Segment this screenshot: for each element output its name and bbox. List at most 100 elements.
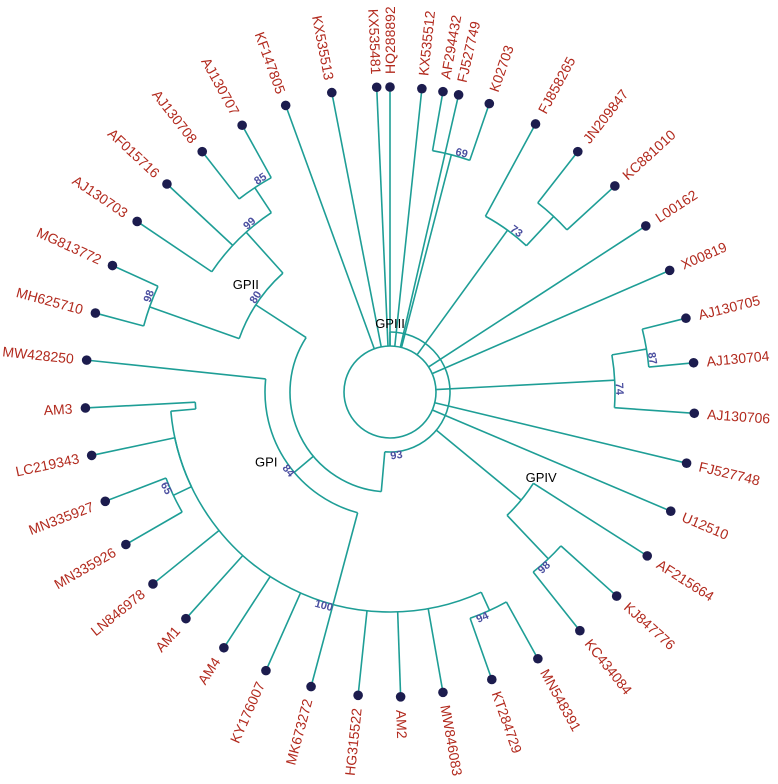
bootstrap-label: 100 (313, 598, 334, 614)
leaf-tip (533, 653, 543, 664)
leaf-tip (640, 221, 651, 231)
leaf-tip (219, 642, 229, 653)
leaf-tip (417, 83, 427, 94)
leaf-label: MN335927 (26, 498, 96, 538)
leaf-label: LN846978 (88, 586, 148, 639)
leaf-tip (642, 551, 653, 561)
leaf-tip (681, 458, 692, 469)
AJ130705-branch (642, 317, 687, 330)
n_k73-branch (416, 229, 509, 356)
n_k74-branch (435, 379, 615, 391)
leaf-label: KX535481 (365, 9, 384, 75)
leaf-label: AM1 (152, 623, 183, 655)
leaf-tip (681, 313, 691, 324)
leaf-label: KC881010 (619, 126, 679, 183)
KC881010-branch (566, 185, 616, 231)
KC434084-branch (532, 571, 581, 632)
leaf-tip (395, 692, 406, 702)
KF147805-branch (284, 105, 376, 350)
leaf-tip (81, 355, 92, 365)
JN209847-branch (537, 151, 579, 204)
leaf-tip (100, 496, 111, 507)
leaf-label: AJ130707 (198, 55, 243, 118)
leaf-tip (80, 403, 91, 413)
n_gp1_100-branch (332, 512, 359, 605)
leaf-tip (530, 119, 541, 129)
n_k87-branch (611, 348, 647, 356)
leaf-label: KJ847776 (621, 599, 679, 653)
leaf-tip (181, 613, 191, 624)
leaf-label: KT284729 (489, 689, 526, 755)
KY176007-branch (265, 592, 302, 671)
leaf-tip (610, 181, 620, 191)
leaf-label: AJ130706 (707, 406, 771, 426)
clade-label: GPIII (375, 316, 405, 331)
leaf-tip (371, 82, 382, 93)
n_gp2-arc (238, 272, 284, 339)
n_gp1_sub2-branch (170, 408, 196, 412)
leaf-label: FJ858265 (535, 54, 579, 117)
leaf-tip (306, 681, 316, 692)
hub-circle-branch (343, 345, 437, 439)
leaf-label: MW846083 (437, 704, 465, 777)
K02703-branch (469, 103, 491, 161)
MG813772-branch (112, 264, 159, 287)
leaf-tip (689, 408, 700, 419)
leaf-tip (280, 100, 291, 111)
MN335926-branch (125, 511, 183, 546)
n_gp1-branch (293, 455, 314, 473)
leaf-label: AJ130703 (70, 172, 131, 221)
leaf-tip (261, 665, 271, 676)
AJ130704-branch (648, 361, 694, 368)
n_k99-arc (211, 212, 272, 273)
leaf-label: AJ130704 (706, 347, 771, 369)
LN846978-branch (152, 529, 220, 585)
n_k98-branch (149, 306, 240, 340)
n_root2-branch (380, 451, 386, 492)
bootstrap-label: 73 (508, 223, 525, 240)
bootstrap-label: 85 (252, 171, 269, 188)
n_gp1_sub-arc (170, 411, 193, 488)
leaf-label: X00819 (678, 239, 729, 273)
leaf-tip (107, 260, 118, 271)
leaf-tip (86, 450, 97, 461)
leaf-tip (162, 179, 172, 189)
leaf-label: AF015716 (105, 125, 163, 181)
MW846083-branch (427, 608, 444, 693)
tree-branches (85, 87, 695, 697)
leaf-tip (664, 265, 675, 276)
KX535481-branch (375, 87, 389, 347)
leaf-tip (237, 120, 247, 131)
leaf-tip (572, 146, 583, 157)
leaf-tip (438, 687, 448, 698)
leaf-tip (121, 539, 131, 550)
leaf-label: MN335926 (51, 544, 118, 592)
leaf-label: AF215664 (654, 556, 717, 604)
leaf-label: KF147805 (252, 30, 289, 96)
bootstrap-label: 74 (613, 382, 626, 396)
KT284729-branch (469, 617, 493, 680)
clade-label: GPIV (526, 470, 557, 485)
leaf-label: KX535513 (309, 14, 337, 81)
n_root-arc (384, 331, 451, 453)
AJ130703-branch (136, 220, 213, 273)
leaf-label: AM2 (393, 710, 410, 740)
leaf-tip (487, 674, 497, 685)
leaf-label: MK673272 (282, 697, 315, 767)
bootstrap-label: 94 (475, 609, 492, 625)
leaf-tip (132, 216, 142, 227)
leaf-tip (453, 90, 464, 100)
LC219343-branch (91, 436, 175, 457)
n_k73-arc (485, 215, 527, 247)
KX535513-branch (331, 92, 383, 348)
bootstrap-label: 87 (645, 351, 659, 365)
leaf-tip (438, 86, 448, 97)
leaf-label: L00162 (652, 187, 700, 226)
FJ527748-branch (434, 401, 687, 464)
leaf-label: MW428250 (2, 343, 75, 366)
leaf-tip (611, 591, 622, 601)
leaf-tip (385, 82, 395, 92)
leaf-label: KY176007 (227, 679, 268, 745)
